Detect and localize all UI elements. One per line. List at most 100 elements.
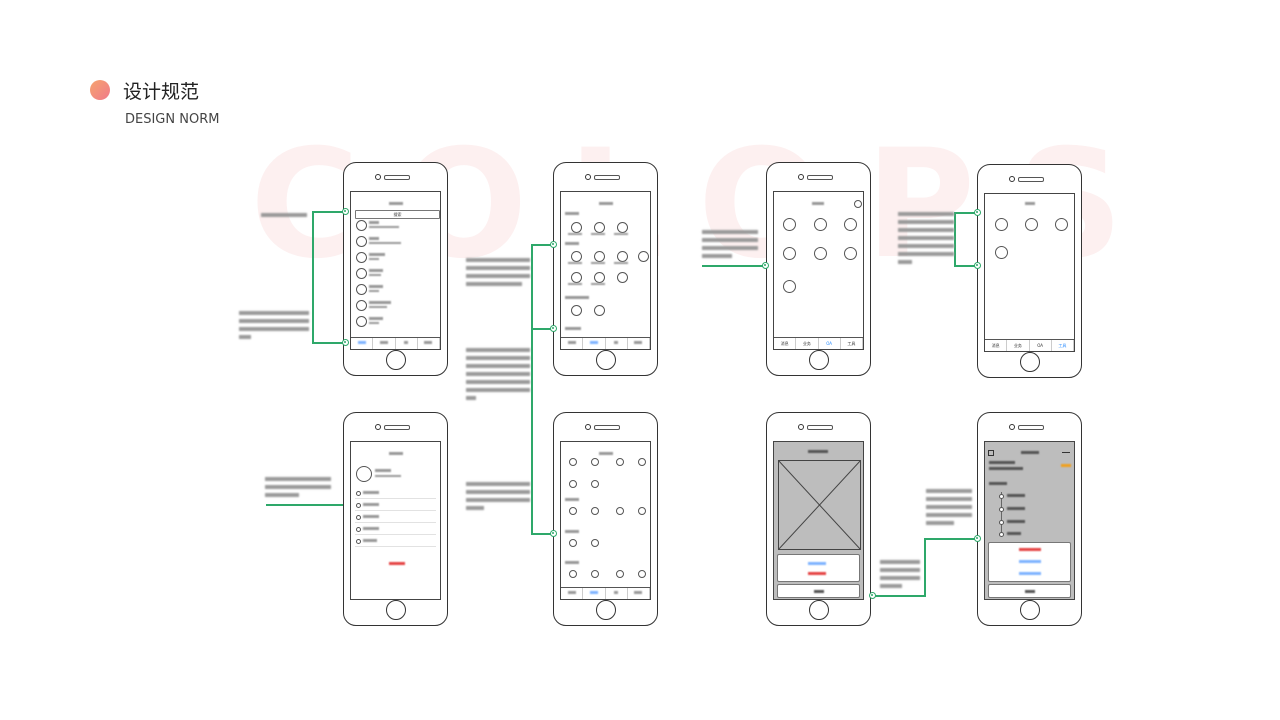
- tab-messages[interactable]: 消息: [774, 338, 797, 349]
- app-icon[interactable]: [591, 570, 599, 578]
- tab-label: [634, 341, 643, 344]
- phone-workflow: [977, 412, 1082, 626]
- app-icon[interactable]: [569, 507, 577, 515]
- app-icon[interactable]: [571, 251, 582, 262]
- app-icon[interactable]: [844, 218, 857, 231]
- annotation-text: [898, 220, 954, 224]
- annotation-text: [880, 584, 902, 588]
- list-item: [369, 306, 387, 308]
- app-icon[interactable]: [591, 480, 599, 488]
- app-icon[interactable]: [591, 539, 599, 547]
- app-icon[interactable]: [594, 305, 605, 316]
- annotation-text: [239, 327, 309, 331]
- list-item: [369, 242, 401, 244]
- app-icon[interactable]: [594, 251, 605, 262]
- app-icon[interactable]: [591, 458, 599, 466]
- tool-icon[interactable]: [1025, 218, 1038, 231]
- tab-item[interactable]: [561, 588, 584, 599]
- tab-oa[interactable]: OA: [819, 338, 841, 349]
- home-button: [1020, 600, 1040, 620]
- annotation-text: [466, 282, 522, 286]
- timeline: [1001, 492, 1002, 536]
- tab-item[interactable]: [606, 338, 628, 349]
- tab-label: [567, 341, 576, 344]
- app-icon[interactable]: [617, 222, 628, 233]
- action-sheet-option[interactable]: [1019, 560, 1041, 563]
- app-icon[interactable]: [569, 480, 577, 488]
- app-icon[interactable]: [591, 507, 599, 515]
- logout-button[interactable]: [389, 562, 405, 565]
- timeline-node: [999, 494, 1004, 499]
- tab-business[interactable]: 业务: [1007, 340, 1030, 351]
- tab-item[interactable]: [351, 338, 374, 349]
- app-icon[interactable]: [783, 247, 796, 260]
- tab-messages[interactable]: 消息: [985, 340, 1008, 351]
- tab-tools[interactable]: 工具: [841, 338, 863, 349]
- tab-item[interactable]: [628, 588, 650, 599]
- app-icon[interactable]: [638, 570, 646, 578]
- app-icon[interactable]: [814, 218, 827, 231]
- tab-business[interactable]: 业务: [796, 338, 819, 349]
- app-icon[interactable]: [617, 272, 628, 283]
- app-icon[interactable]: [617, 251, 628, 262]
- avatar: [356, 252, 367, 263]
- tab-bar: [351, 337, 440, 349]
- section-title: [565, 530, 579, 533]
- app-icon[interactable]: [783, 280, 796, 293]
- tab-tools[interactable]: 工具: [1052, 340, 1074, 351]
- annotation-text: [898, 236, 954, 240]
- annotation-text: [466, 372, 530, 376]
- app-icon[interactable]: [638, 458, 646, 466]
- app-icon[interactable]: [616, 570, 624, 578]
- action-sheet-option[interactable]: [1019, 572, 1041, 575]
- connector-dot: [550, 325, 557, 332]
- app-icon[interactable]: [571, 305, 582, 316]
- app-icon[interactable]: [571, 222, 582, 233]
- tool-icon[interactable]: [995, 218, 1008, 231]
- app-icon[interactable]: [594, 222, 605, 233]
- more-icon[interactable]: [1062, 452, 1070, 453]
- divider: [355, 534, 436, 535]
- cancel-button[interactable]: [988, 584, 1071, 598]
- annotation-text: [898, 260, 912, 264]
- annotation-text: [702, 254, 732, 258]
- cancel-button[interactable]: [777, 584, 860, 598]
- app-icon[interactable]: [616, 458, 624, 466]
- tool-icon[interactable]: [995, 246, 1008, 259]
- app-icon[interactable]: [638, 251, 649, 262]
- app-icon[interactable]: [571, 272, 582, 283]
- app-icon[interactable]: [569, 458, 577, 466]
- tool-icon[interactable]: [1055, 218, 1068, 231]
- tab-item[interactable]: [373, 338, 396, 349]
- user-icon[interactable]: [854, 200, 862, 208]
- tab-item[interactable]: [583, 338, 606, 349]
- tab-item[interactable]: [628, 338, 650, 349]
- action-sheet-option[interactable]: [1019, 548, 1041, 551]
- connector-line: [954, 212, 956, 267]
- search-input[interactable]: 搜索: [355, 210, 440, 219]
- app-icon[interactable]: [844, 247, 857, 260]
- action-sheet-delete[interactable]: [808, 572, 826, 575]
- app-label: [591, 283, 605, 285]
- back-icon[interactable]: [988, 450, 994, 456]
- tab-oa[interactable]: OA: [1030, 340, 1052, 351]
- app-icon[interactable]: [814, 247, 827, 260]
- annotation-note: [265, 477, 331, 497]
- tab-item[interactable]: [418, 338, 440, 349]
- tab-item[interactable]: [583, 588, 606, 599]
- tab-item[interactable]: [561, 338, 584, 349]
- app-icon[interactable]: [594, 272, 605, 283]
- app-icon[interactable]: [638, 507, 646, 515]
- screen-business-detail: [560, 441, 651, 600]
- tab-item[interactable]: [606, 588, 628, 599]
- app-icon[interactable]: [569, 539, 577, 547]
- list-item: [369, 258, 379, 260]
- app-icon[interactable]: [569, 570, 577, 578]
- app-icon[interactable]: [616, 507, 624, 515]
- action-sheet-option[interactable]: [808, 562, 826, 565]
- app-icon[interactable]: [783, 218, 796, 231]
- speaker-icon: [1018, 425, 1044, 430]
- tab-label: [634, 591, 643, 594]
- connector-line: [924, 538, 926, 597]
- tab-item[interactable]: [396, 338, 418, 349]
